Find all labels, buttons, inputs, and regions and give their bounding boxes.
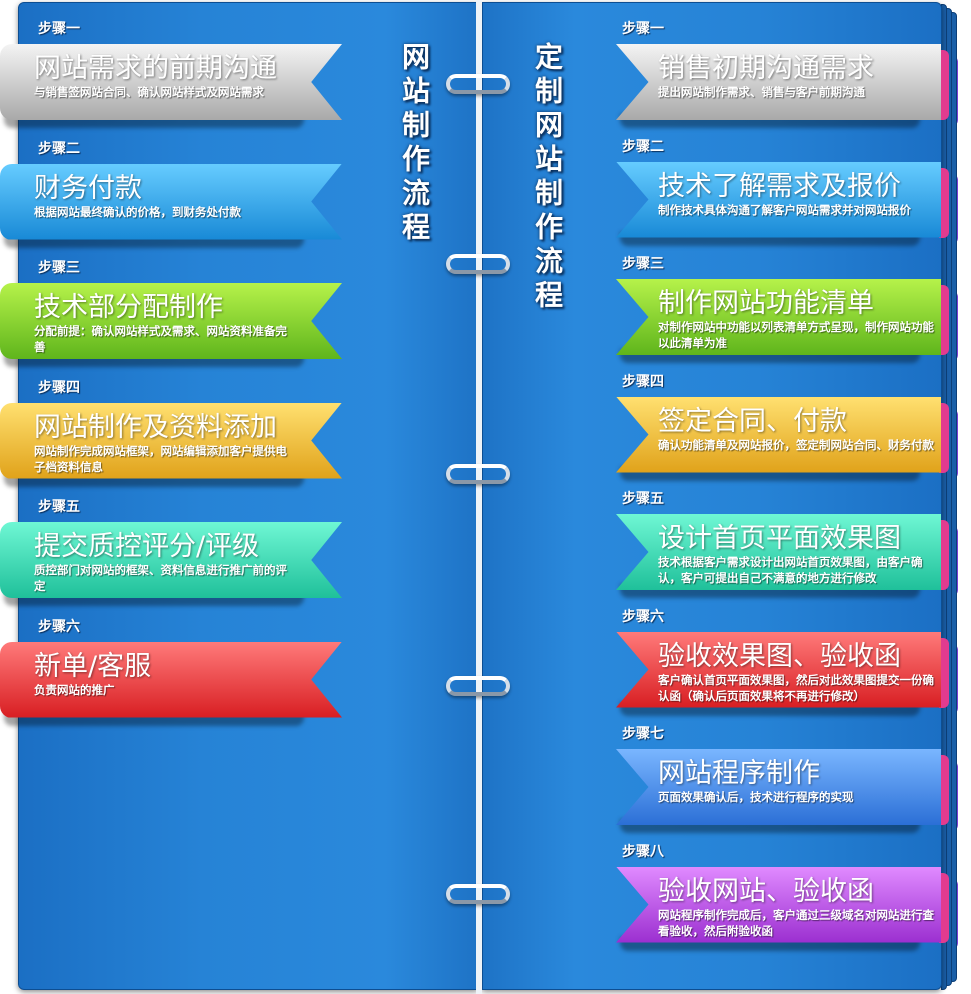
step-title: 制作网站功能清单 (658, 288, 874, 319)
right-step-label: 步骤八 (622, 843, 664, 860)
binding-spine (476, 0, 482, 994)
right-step-ribbon: 技术了解需求及报价制作技术具体沟通了解客户网站需求并对网站报价 (616, 161, 958, 246)
left-vertical-title: 网站制作流程 (398, 42, 431, 246)
ribbon-band (0, 641, 342, 718)
step-title: 设计首页平面效果图 (658, 523, 901, 554)
step-description: 对制作网站中功能以列表清单方式呈现，制作网站功能以此清单为准 (658, 320, 934, 350)
ribbon-band (0, 522, 342, 598)
binder-ring (446, 884, 510, 904)
step-description: 提出网站制作需求、销售与客户前期沟通 (658, 85, 865, 99)
step-description: 制作技术具体沟通了解客户网站需求并对网站报价 (658, 202, 911, 217)
left-step-label: 步骤三 (38, 260, 80, 276)
right-step-ribbon: 设计首页平面效果图技术根据客户需求设计出网站首页效果图，由客户确认，客户可提出自… (616, 514, 958, 598)
ribbon-band (0, 283, 342, 359)
right-step-ribbon: 验收效果图、验收函客户确认首页平面效果图，然后对此效果图提交一份确认函（确认后页… (616, 631, 958, 716)
step-title: 网站程序制作 (658, 758, 820, 789)
right-step-label: 步骤一 (622, 21, 664, 37)
step-title: 技术了解需求及报价 (658, 170, 901, 202)
step-title: 验收网站、验收函 (658, 875, 874, 907)
step-description: 负责网站的推广 (34, 682, 115, 697)
ribbon-stack-layer (939, 637, 949, 708)
right-step-label: 步骤七 (622, 726, 664, 742)
left-step-label: 步骤四 (38, 379, 80, 396)
step-title: 签定合同、付款 (658, 405, 847, 437)
binder-ring (446, 464, 510, 484)
ribbon-stack-layer (939, 872, 949, 943)
ribbon-band (0, 163, 342, 240)
step-title: 技术部分配制作 (34, 292, 223, 323)
step-description: 确认功能清单及网站报价，签定制网站合同、财务付款 (658, 437, 934, 452)
right-step-ribbon: 制作网站功能清单对制作网站中功能以列表清单方式呈现，制作网站功能以此清单为准 (616, 279, 958, 363)
right-step-ribbon: 验收网站、验收函网站程序制作完成后，客户通过三级域名对网站进行查看验收，然后附验… (616, 866, 958, 951)
ribbon-band (0, 402, 342, 479)
page-edge (951, 12, 957, 982)
step-title: 网站需求的前期沟通 (34, 53, 277, 84)
step-description: 质控部门对网站的框架、资料信息进行推广前的评定 (34, 563, 287, 593)
right-step-ribbon: 销售初期沟通需求提出网站制作需求、销售与客户前期沟通 (616, 44, 958, 128)
ribbon-band (616, 749, 941, 825)
step-description: 与销售签网站合同、确认网站样式及网站需求 (34, 85, 264, 99)
binder-ring (446, 676, 510, 696)
left-step-label: 步骤二 (38, 140, 80, 157)
ribbon-band (616, 161, 941, 238)
ribbon-band (616, 866, 941, 943)
step-description: 网站程序制作完成后，客户通过三级域名对网站进行查看验收，然后附验收函 (658, 907, 934, 938)
right-step-label: 步骤六 (622, 608, 664, 625)
step-description: 页面效果确认后，技术进行程序的实现 (658, 790, 854, 804)
step-title: 网站制作及资料添加 (34, 411, 277, 443)
right-step-label: 步骤五 (622, 491, 664, 507)
left-step-ribbon: 网站制作及资料添加网站制作完成网站框架，网站编辑添加客户提供电子档资料信息 (0, 402, 342, 487)
step-description: 根据网站最终确认的价格，到财务处付款 (34, 204, 241, 219)
step-title: 提交质控评分/评级 (34, 531, 260, 562)
left-step-ribbon: 网站需求的前期沟通与销售签网站合同、确认网站样式及网站需求 (0, 44, 342, 128)
binder-ring (446, 254, 510, 274)
right-step-label: 步骤三 (622, 256, 664, 272)
step-description: 分配前提：确认网站样式及需求、网站资料准备完善 (34, 324, 287, 354)
ribbon-band (616, 631, 941, 708)
left-step-label: 步骤五 (38, 499, 80, 515)
step-description: 网站制作完成网站框架，网站编辑添加客户提供电子档资料信息 (34, 443, 287, 474)
left-step-ribbon: 技术部分配制作分配前提：确认网站样式及需求、网站资料准备完善 (0, 283, 342, 367)
step-title: 财务付款 (34, 172, 142, 204)
ribbon-stack-layer (939, 755, 949, 825)
step-title: 验收效果图、验收函 (658, 640, 901, 672)
binder-ring (446, 74, 510, 94)
ribbon-band (616, 514, 941, 590)
right-step-label: 步骤二 (622, 138, 664, 155)
left-step-label: 步骤六 (38, 618, 80, 635)
left-step-label: 步骤一 (38, 21, 80, 37)
step-title: 新单/客服 (34, 650, 152, 682)
right-step-ribbon: 签定合同、付款确认功能清单及网站报价，签定制网站合同、财务付款 (616, 396, 958, 481)
ribbon-stack-layer (939, 50, 949, 120)
ribbon-band (616, 44, 941, 120)
ribbon-stack-layer (939, 520, 949, 590)
ribbon-band (616, 279, 941, 355)
right-step-label: 步骤四 (622, 373, 664, 390)
left-step-ribbon: 提交质控评分/评级质控部门对网站的框架、资料信息进行推广前的评定 (0, 522, 342, 606)
ribbon-stack-layer (939, 285, 949, 355)
step-description: 技术根据客户需求设计出网站首页效果图，由客户确认，客户可提出自己不满意的地方进行… (658, 555, 923, 585)
ribbon-band (616, 396, 941, 473)
right-vertical-title: 定制网站制作流程 (531, 42, 564, 314)
ribbon-band (0, 44, 342, 120)
step-title: 销售初期沟通需求 (658, 53, 874, 84)
left-step-ribbon: 新单/客服负责网站的推广 (0, 641, 342, 726)
ribbon-stack-layer (939, 402, 949, 473)
left-step-ribbon: 财务付款根据网站最终确认的价格，到财务处付款 (0, 163, 342, 248)
step-description: 客户确认首页平面效果图，然后对此效果图提交一份确认函（确认后页面效果将不再进行修… (658, 672, 934, 703)
right-step-ribbon: 网站程序制作页面效果确认后，技术进行程序的实现 (616, 749, 958, 833)
ribbon-stack-layer (939, 167, 949, 238)
